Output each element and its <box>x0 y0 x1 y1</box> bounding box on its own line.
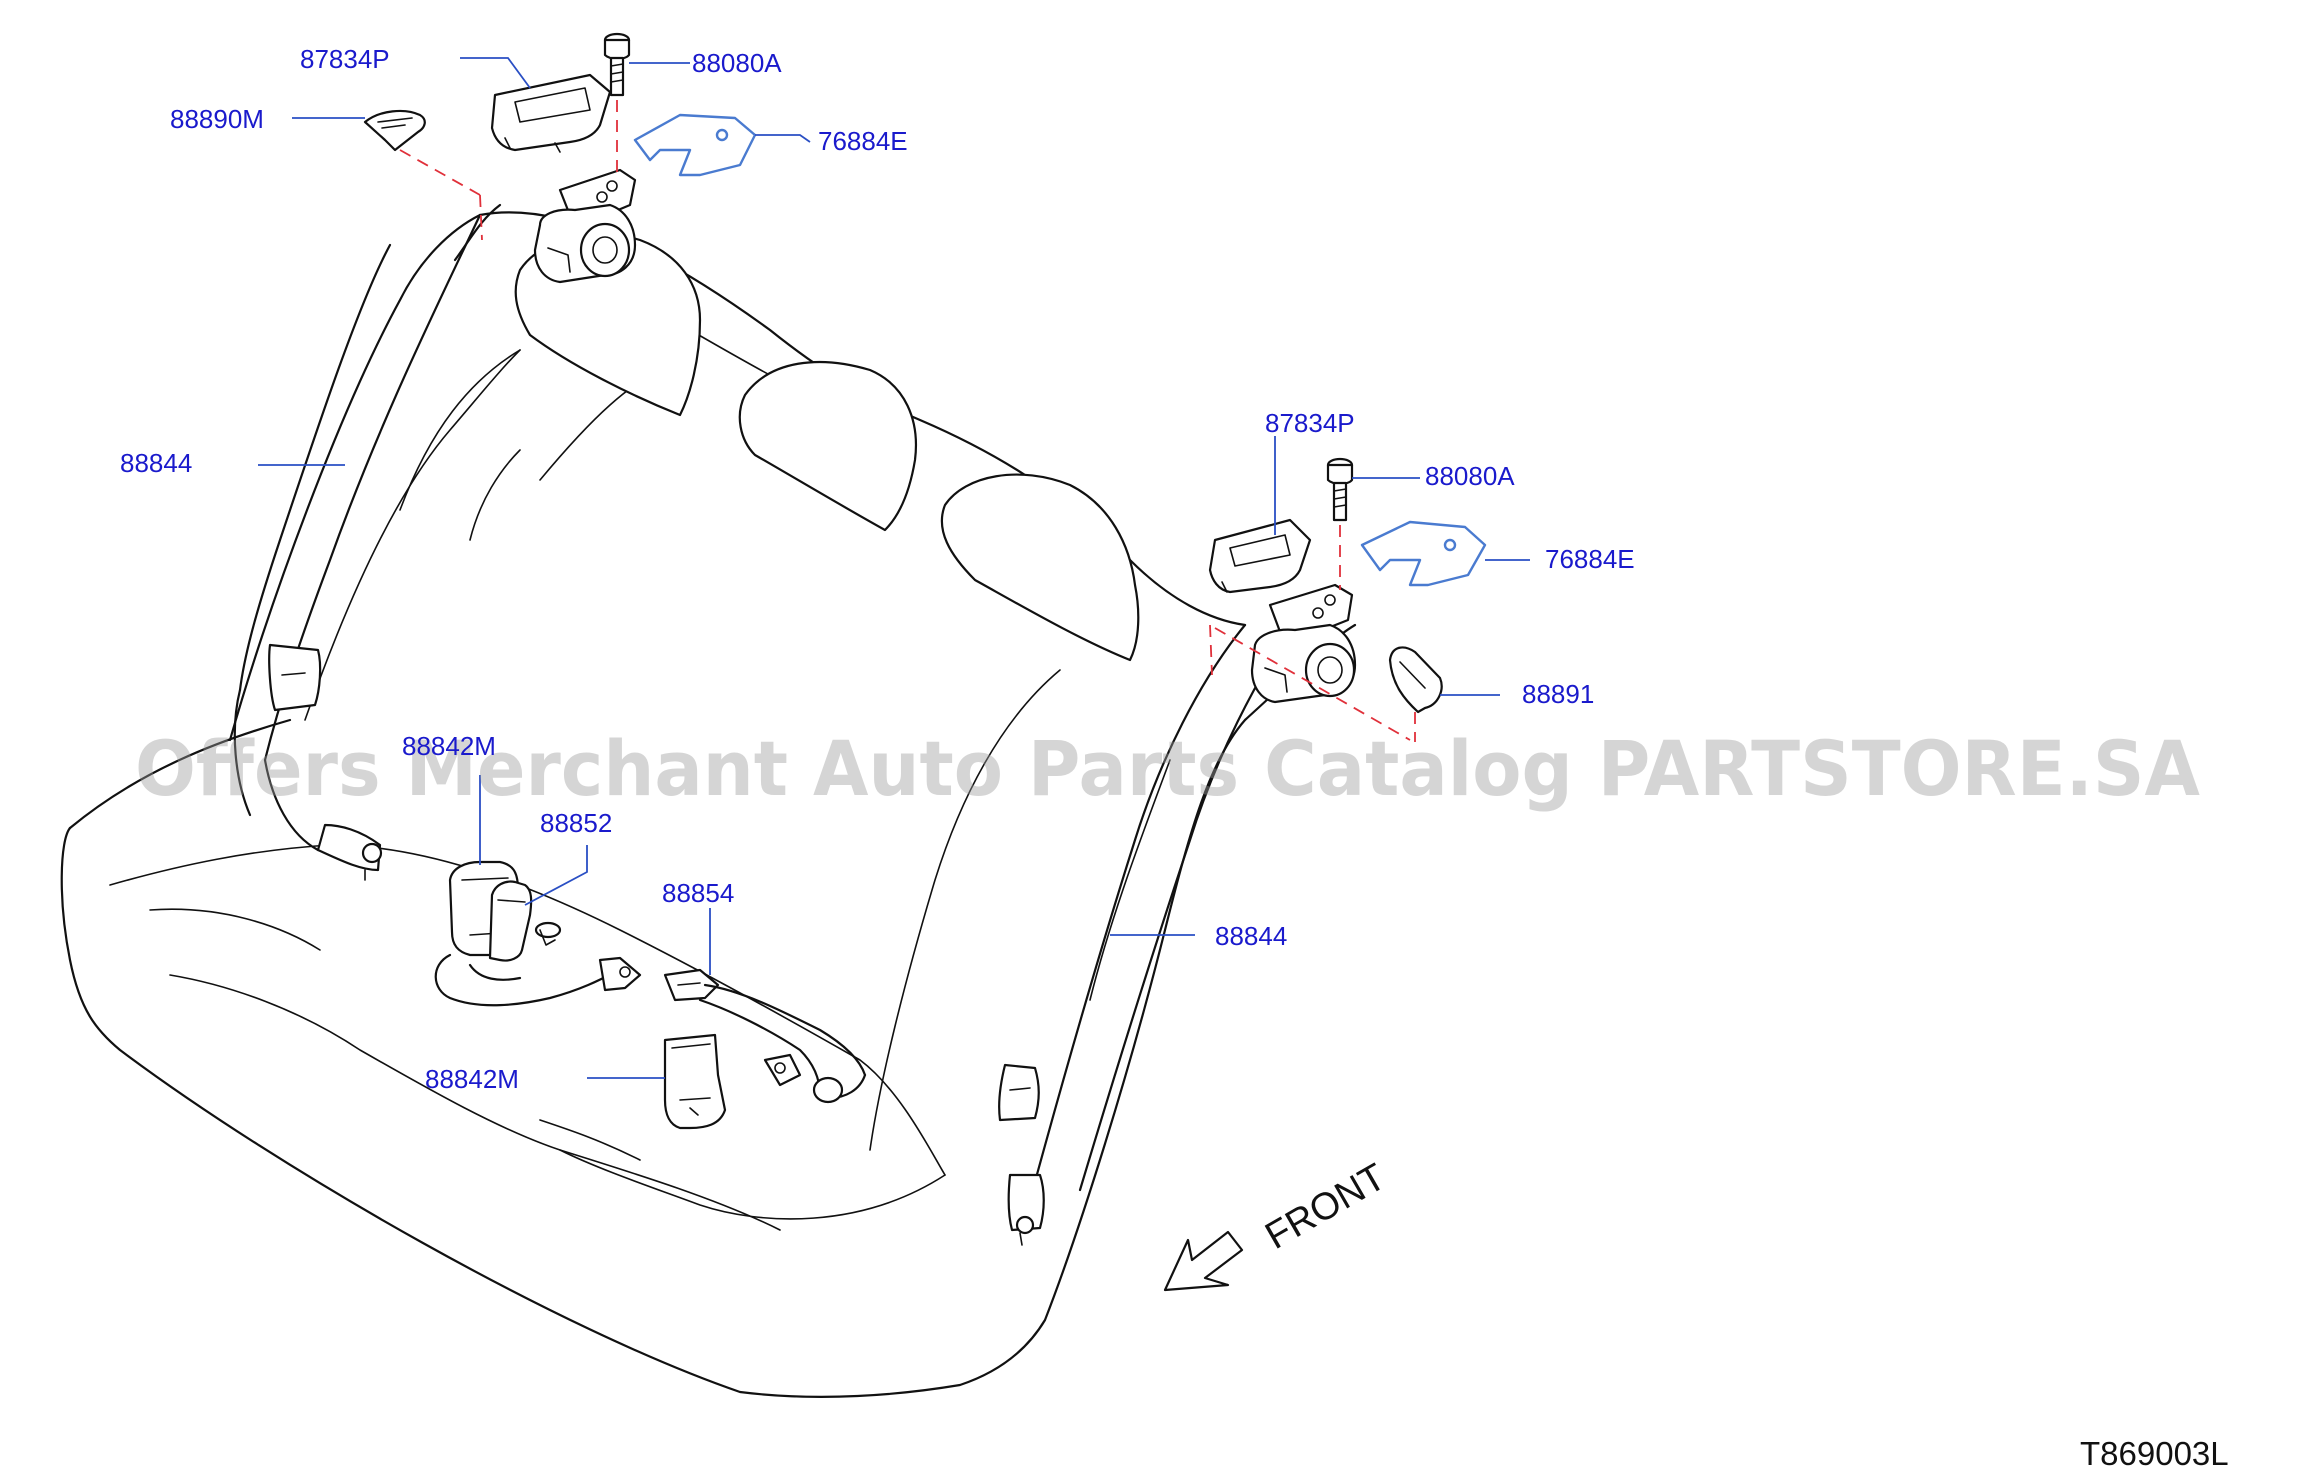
label-87834P-lower: 87834P <box>1265 408 1355 438</box>
left-retractor <box>533 168 637 284</box>
cover-87834P-lower <box>1208 518 1312 594</box>
bolt-88080A-lower <box>1326 457 1354 522</box>
buckle-88852 <box>434 880 642 1007</box>
label-88842M-upper: 88842M <box>402 731 496 761</box>
cover-87834P-upper <box>490 73 612 153</box>
label-88844-left: 88844 <box>120 448 192 478</box>
part-labels: 87834P 88080A 88890M 76884E 88844 87834P… <box>120 44 1635 1094</box>
label-88852: 88852 <box>540 808 612 838</box>
label-88080A-upper: 88080A <box>692 48 782 78</box>
cap-88890M <box>363 109 426 152</box>
front-direction-arrow <box>1163 1230 1244 1292</box>
shim-76884E-upper <box>633 113 757 177</box>
label-76884E-lower: 76884E <box>1545 544 1635 574</box>
label-88890M: 88890M <box>170 104 264 134</box>
right-seat-belt-assembly <box>998 613 1302 1246</box>
cap-88891 <box>1388 646 1443 714</box>
leader-lines <box>258 57 1530 1079</box>
label-88844-right: 88844 <box>1215 921 1287 951</box>
label-88891: 88891 <box>1522 679 1594 709</box>
right-retractor <box>1250 583 1357 704</box>
label-88080A-lower: 88080A <box>1425 461 1515 491</box>
buckle-88842M-lower <box>663 1033 727 1130</box>
drawing-code: T869003L <box>2080 1435 2229 1472</box>
dashed-reference-lines <box>399 100 1416 742</box>
label-88842M-lower: 88842M <box>425 1064 519 1094</box>
bolt-88080A-upper <box>603 32 631 97</box>
watermark-text: Offers Merchant Auto Parts Catalog PARTS… <box>135 724 2200 813</box>
front-label: FRONT <box>1259 1156 1393 1258</box>
label-76884E-upper: 76884E <box>818 126 908 156</box>
left-seat-belt-assembly <box>233 203 502 881</box>
rear-seat-outline <box>60 211 1357 1398</box>
label-88854: 88854 <box>662 878 734 908</box>
shim-76884E-lower <box>1360 520 1487 587</box>
center-belt-88854 <box>663 968 867 1104</box>
label-87834P-upper: 87834P <box>300 44 390 74</box>
